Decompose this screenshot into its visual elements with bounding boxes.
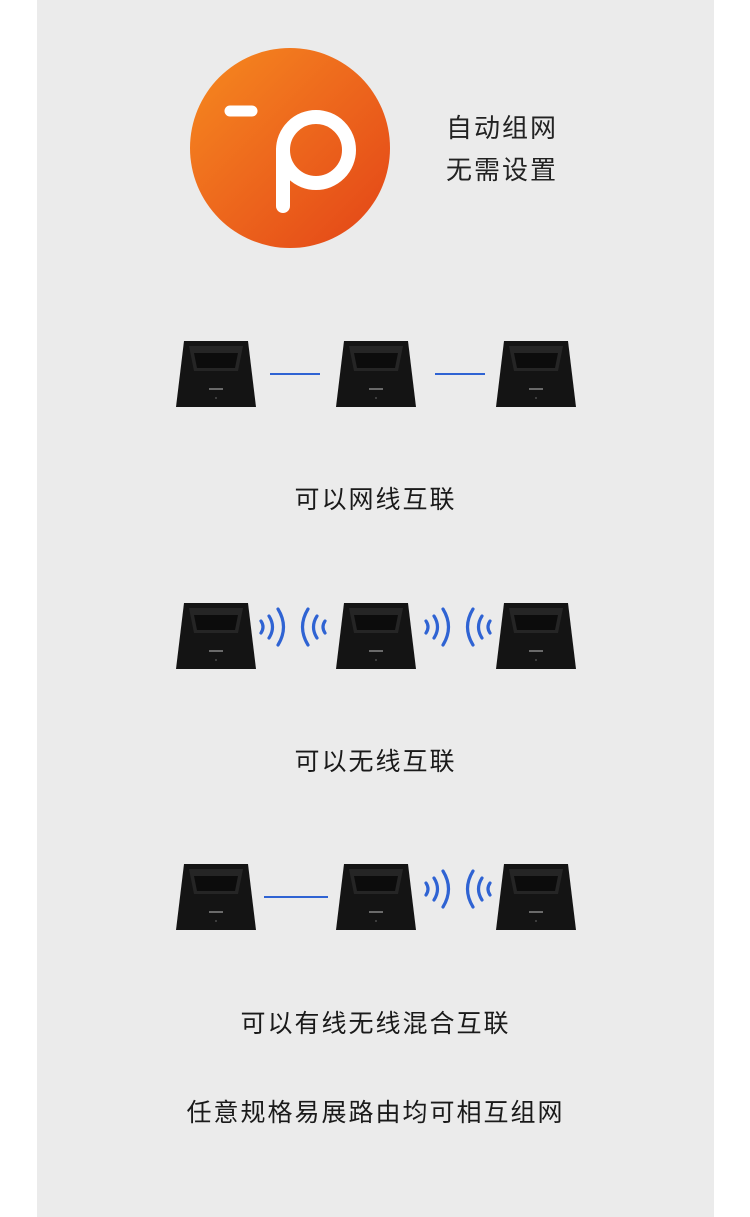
caption-mixed: 可以有线无线混合互联 (240, 1009, 511, 1038)
caption-wired: 可以网线互联 (294, 485, 457, 514)
ethernet-link-line (435, 373, 485, 375)
tagline-line1: 自动组网 (445, 114, 558, 144)
wifi-waves-icon (424, 607, 492, 647)
tagline: 自动组网 无需设置 (432, 108, 572, 192)
easy-mesh-logo-icon (190, 48, 390, 248)
router-icon (176, 603, 256, 669)
router-icon (496, 341, 576, 407)
router-icon (336, 603, 416, 669)
router-icon (336, 341, 416, 407)
wifi-waves-icon (259, 607, 327, 647)
tagline-line2: 无需设置 (445, 156, 558, 186)
router-icon (176, 341, 256, 407)
router-icon (496, 864, 576, 930)
caption-any-model: 任意规格易展路由均可相互组网 (186, 1098, 565, 1127)
ethernet-link-line (264, 896, 328, 898)
router-icon (496, 603, 576, 669)
router-icon (336, 864, 416, 930)
router-icon (176, 864, 256, 930)
wifi-waves-icon (424, 869, 492, 909)
caption-wireless: 可以无线互联 (294, 747, 457, 776)
ethernet-link-line (270, 373, 320, 375)
